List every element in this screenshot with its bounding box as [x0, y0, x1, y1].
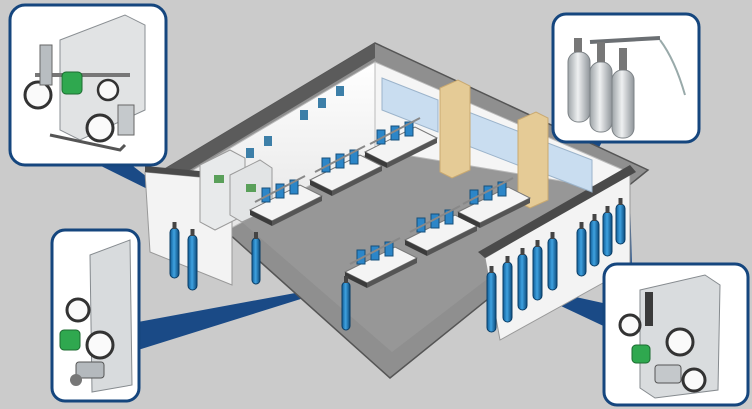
workbench: [308, 145, 384, 196]
changeover-manifold-icon: [618, 274, 721, 399]
gas-regulator-panel-icon: [23, 14, 146, 152]
callout-cylinder-manifold: [551, 12, 701, 144]
gas-cylinder: [251, 232, 261, 285]
gas-cylinder: [517, 248, 528, 311]
gas-cylinder: [502, 256, 513, 323]
callout-changeover-panel: [602, 262, 750, 407]
workbench: [403, 205, 479, 256]
cylinder-groups: [169, 198, 626, 333]
workbench: [343, 237, 419, 288]
gas-cylinder-manifold-icon: [567, 36, 686, 139]
callout-single-cylinder-regulator: [50, 228, 141, 403]
gas-cylinder: [532, 240, 543, 301]
gas-cylinder: [486, 266, 497, 333]
gas-cylinder: [547, 232, 558, 291]
single-regulator-icon: [59, 239, 133, 393]
gas-cylinder: [615, 198, 626, 245]
gas-cylinder: [576, 222, 587, 277]
gas-cylinder: [602, 206, 613, 257]
callout-wall-panel-regulator: [8, 3, 168, 167]
right-wall-top: [478, 165, 636, 258]
gas-cylinder: [589, 214, 600, 267]
gas-cylinder: [187, 229, 198, 291]
workbench: [456, 177, 532, 228]
back-wall-left: [160, 43, 375, 188]
workbenches: [248, 117, 532, 288]
pillars: [439, 79, 549, 209]
workbench: [363, 117, 439, 168]
workbench: [248, 175, 324, 226]
gas-cylinder: [169, 222, 180, 279]
gas-cylinder: [341, 276, 351, 331]
